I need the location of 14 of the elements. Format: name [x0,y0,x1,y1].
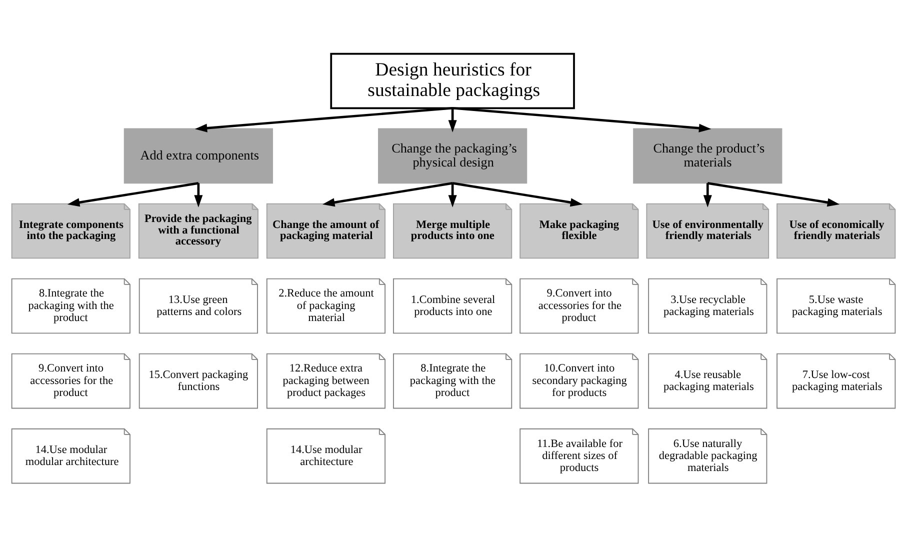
node-box: Add extra components [124,128,273,184]
arrow [194,106,453,132]
arrow [452,182,583,206]
arrow [67,182,199,206]
arrow [707,182,840,206]
arrow [194,182,203,207]
arrow [703,182,712,207]
arrow [448,108,457,132]
node-box: Design heuristics for sustainable packagings [330,52,575,109]
arrow [452,106,712,132]
node-box: Change the packaging’s physical design [378,128,528,184]
node-box: Change the product’s materials [633,128,782,184]
arrow [448,182,457,207]
arrow [322,182,453,206]
